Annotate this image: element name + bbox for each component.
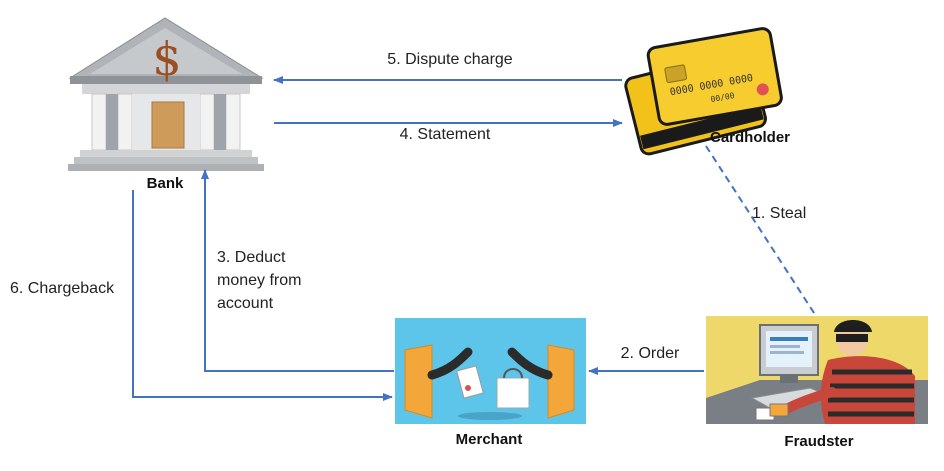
fraudster-icon (706, 316, 928, 424)
edge-chargeback-label: 6. Chargeback (10, 280, 115, 297)
bank-label: Bank (147, 175, 184, 192)
card-expiry: 00/00 (710, 91, 735, 104)
edge-order-label: 2. Order (621, 345, 680, 362)
cardholder-label: Cardholder (710, 129, 790, 146)
edge-deduct-label-line1: 3. Deduct (217, 249, 286, 266)
merchant-label: Merchant (456, 431, 523, 448)
dollar-sign: $ (152, 32, 181, 86)
edge-statement-label: 4. Statement (400, 126, 491, 143)
bank-icon (68, 17, 264, 171)
edge-steal-line (705, 145, 817, 317)
edge-deduct-label-line3: account (217, 295, 274, 312)
edge-chargeback-arrow (132, 190, 393, 401)
credit-card-icon (624, 27, 783, 156)
edge-deduct-label-line2: money from (217, 272, 301, 289)
edge-dispute-label: 5. Dispute charge (387, 51, 513, 68)
edge-deduct-arrow (201, 169, 394, 372)
fraudster-label: Fraudster (784, 433, 853, 450)
edge-steal-label: 1. Steal (752, 205, 806, 222)
merchant-icon (395, 318, 586, 424)
